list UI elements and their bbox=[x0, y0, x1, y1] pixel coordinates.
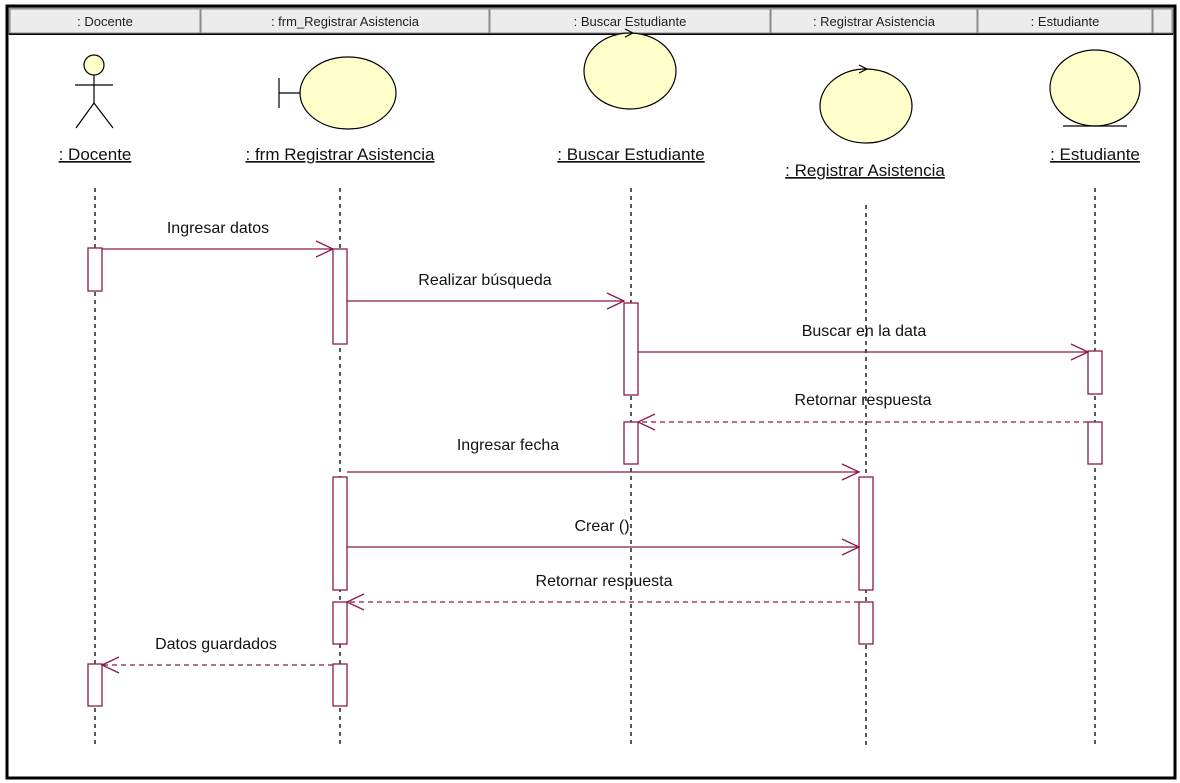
actor-icon[interactable] bbox=[75, 54, 114, 129]
entity-icon[interactable] bbox=[1049, 49, 1141, 127]
header-bar: : Docente : frm_Registrar Asistencia : B… bbox=[8, 7, 1174, 35]
message-label: Buscar en la data bbox=[802, 323, 927, 340]
message-label: Ingresar datos bbox=[167, 220, 269, 237]
activation-bar bbox=[332, 248, 348, 345]
message-datos-guardados[interactable] bbox=[100, 656, 333, 674]
header-cell-estudiante[interactable]: : Estudiante bbox=[977, 8, 1153, 34]
header-cell-label: : Docente bbox=[77, 14, 133, 29]
header-cell-label: : Buscar Estudiante bbox=[574, 14, 687, 29]
header-cell-docente[interactable]: : Docente bbox=[9, 8, 201, 34]
message-label: Retornar respuesta bbox=[795, 392, 932, 409]
diagram-frame bbox=[5, 4, 1177, 780]
activation-bar bbox=[332, 601, 348, 645]
header-cell-label: : Registrar Asistencia bbox=[813, 14, 936, 29]
message-retornar-respuesta-2[interactable] bbox=[345, 593, 859, 611]
message-buscar-en-la-data[interactable] bbox=[638, 343, 1090, 361]
lifeline-name-frm-registrar-asistencia: : frm Registrar Asistencia bbox=[246, 145, 435, 164]
message-realizar-busqueda[interactable] bbox=[347, 292, 626, 310]
boundary-icon[interactable] bbox=[278, 56, 397, 130]
header-cell-label: : Estudiante bbox=[1031, 14, 1100, 29]
lifeline-name-docente: : Docente bbox=[59, 145, 132, 164]
header-cell-registrar-asistencia[interactable]: : Registrar Asistencia bbox=[770, 8, 978, 34]
message-label: Crear () bbox=[574, 518, 629, 535]
control-icon-buscar[interactable] bbox=[583, 28, 677, 110]
control-icon-registrar[interactable] bbox=[819, 64, 913, 144]
message-label: Realizar búsqueda bbox=[418, 272, 552, 289]
message-crear[interactable] bbox=[347, 538, 861, 556]
activation-bar bbox=[1087, 421, 1103, 465]
message-label: Ingresar fecha bbox=[457, 437, 559, 454]
header-cell-frm-registrar-asistencia[interactable]: : frm_Registrar Asistencia bbox=[200, 8, 490, 34]
message-label: Datos guardados bbox=[155, 636, 277, 653]
activation-bar bbox=[332, 663, 348, 707]
activation-bar bbox=[858, 601, 874, 645]
lifeline-name-registrar-asistencia: : Registrar Asistencia bbox=[785, 161, 945, 180]
activation-bar bbox=[858, 476, 874, 591]
activation-bar bbox=[623, 421, 639, 465]
header-cell-overflow bbox=[1152, 8, 1173, 34]
header-cell-buscar-estudiante[interactable]: : Buscar Estudiante bbox=[489, 8, 771, 34]
message-ingresar-fecha[interactable] bbox=[347, 463, 861, 481]
message-ingresar-datos[interactable] bbox=[102, 240, 335, 258]
header-cell-label: : frm_Registrar Asistencia bbox=[271, 14, 420, 29]
activation-bar bbox=[87, 663, 103, 707]
lifeline-name-estudiante: : Estudiante bbox=[1050, 145, 1140, 164]
activation-bar bbox=[1087, 350, 1103, 395]
message-label: Retornar respuesta bbox=[536, 573, 673, 590]
message-retornar-respuesta-1[interactable] bbox=[636, 413, 1088, 431]
lifeline-name-buscar-estudiante: : Buscar Estudiante bbox=[557, 145, 704, 164]
activation-bar bbox=[87, 247, 103, 292]
activation-bar bbox=[332, 476, 348, 591]
activation-bar bbox=[623, 302, 639, 396]
